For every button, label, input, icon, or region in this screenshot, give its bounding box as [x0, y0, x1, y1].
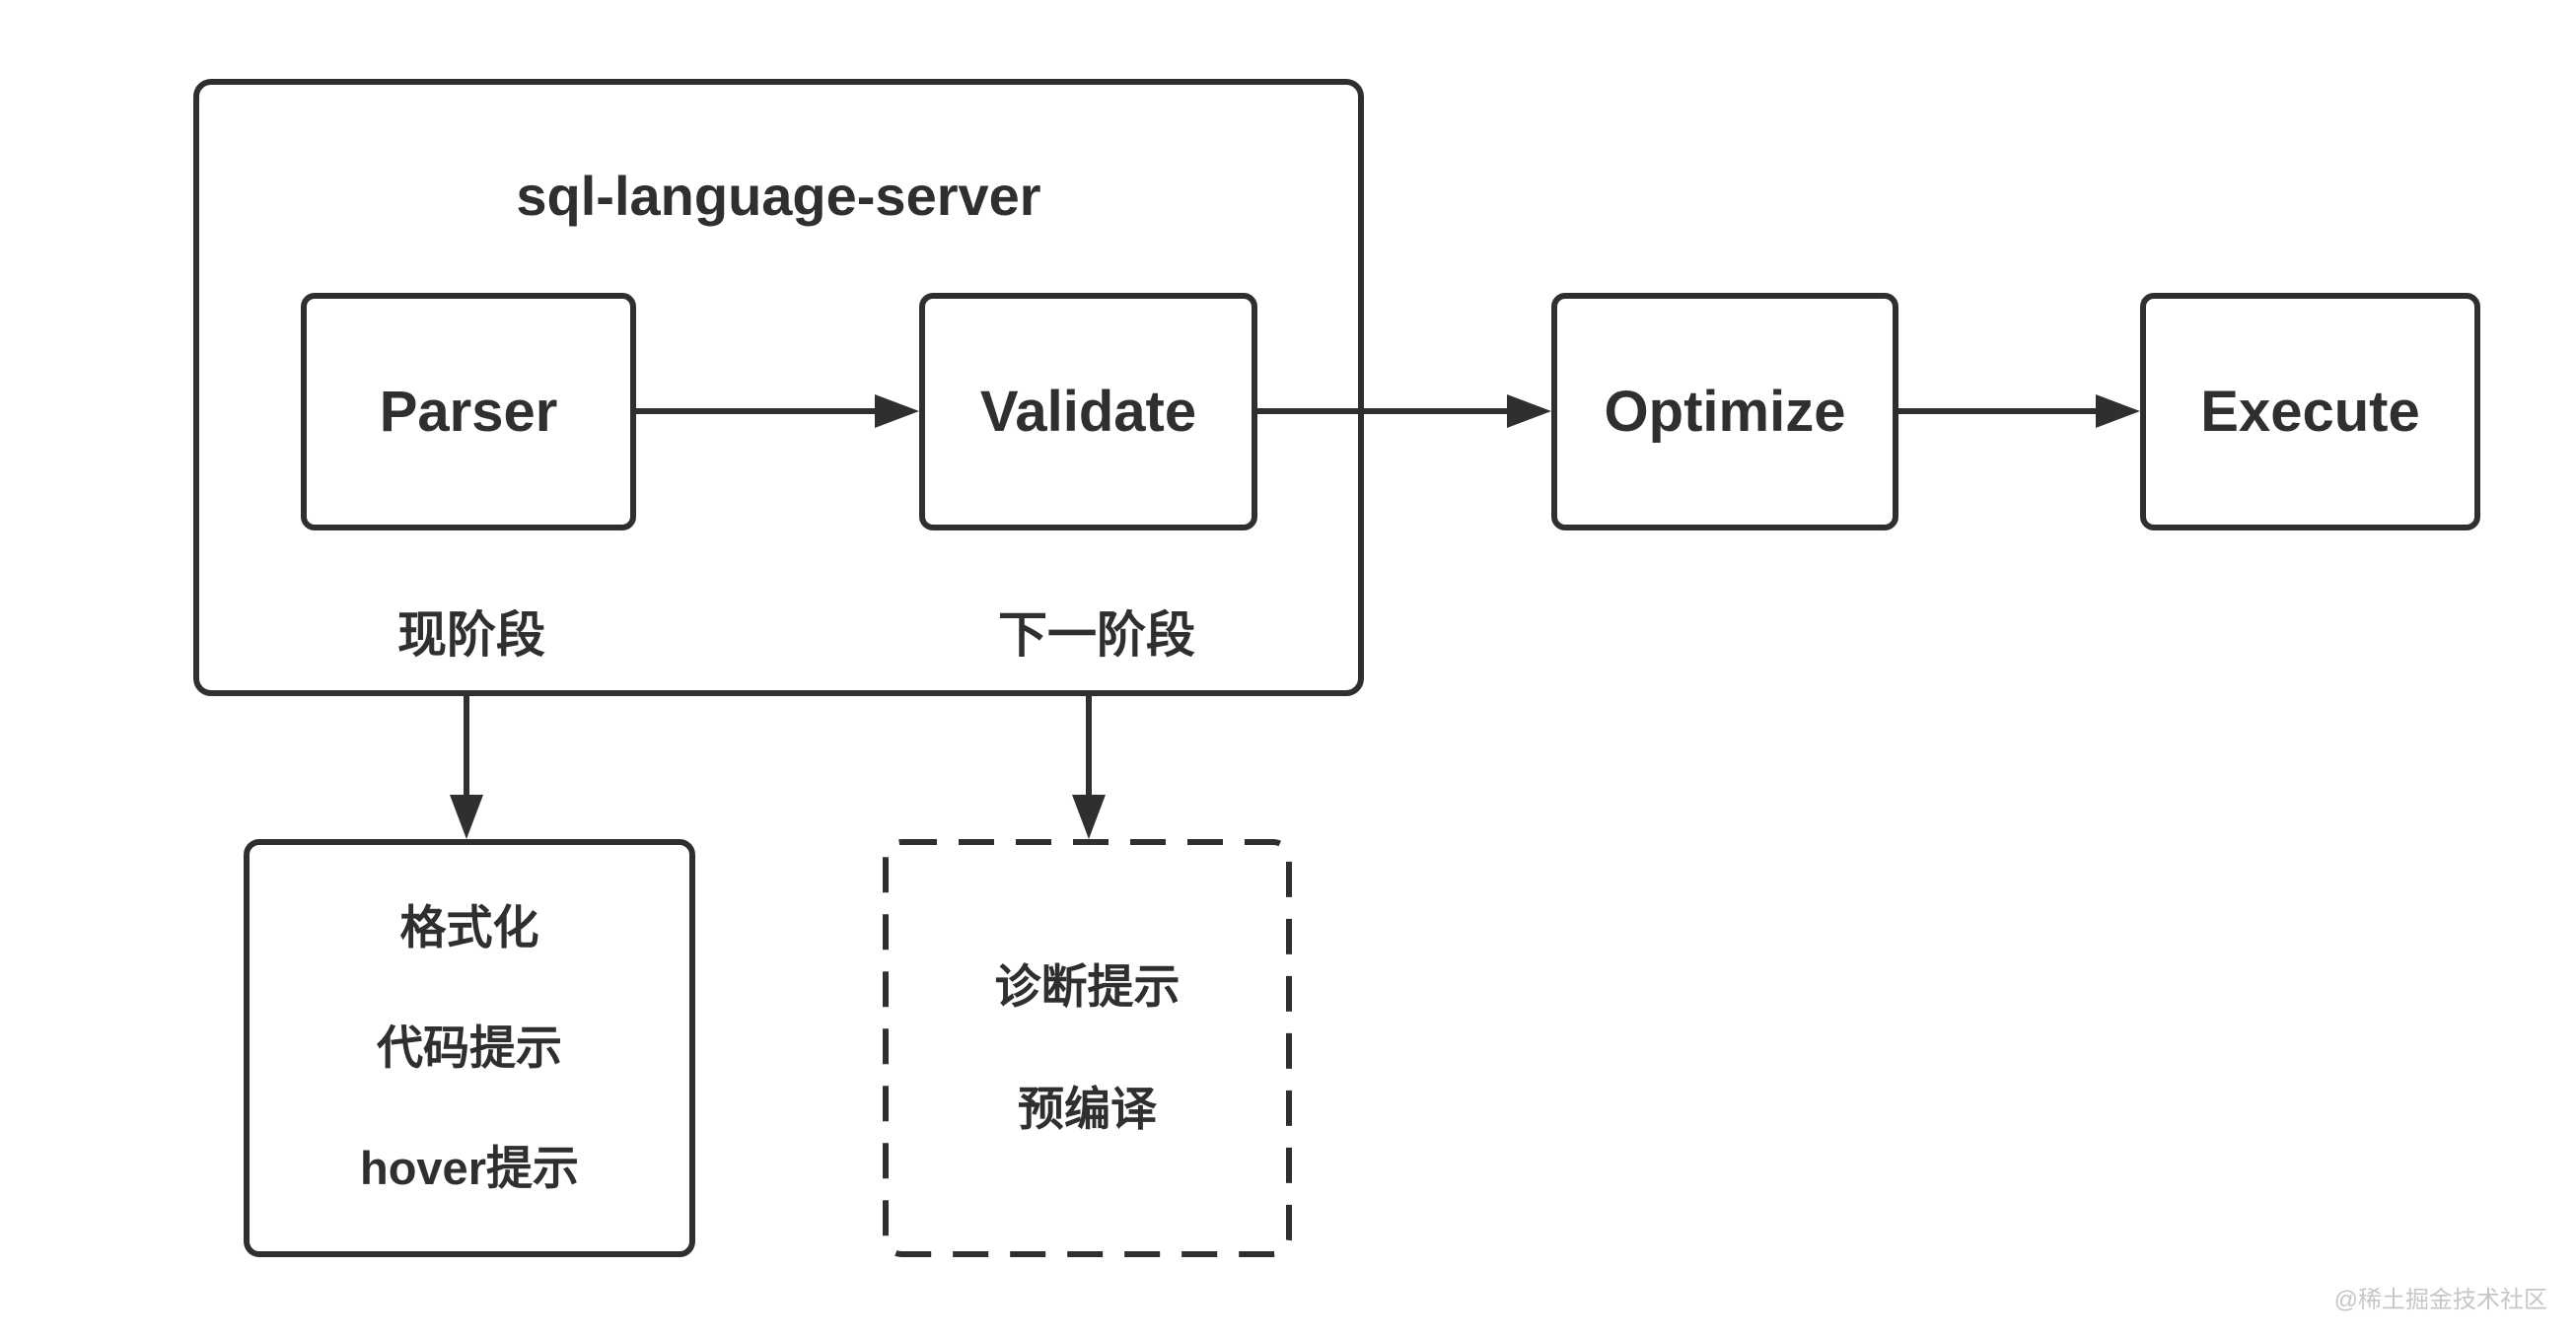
node-optimize: Optimize: [1551, 293, 1898, 530]
dashed-border: [883, 839, 1292, 1257]
stage-label-next: 下一阶段: [998, 607, 1195, 663]
watermark: @稀土掘金技术社区: [2333, 1287, 2547, 1313]
node-parser-label: Parser: [379, 380, 558, 444]
next-features-box: 诊断提示 预编译: [883, 839, 1292, 1257]
current-features-box: 格式化 代码提示 hover提示: [244, 839, 695, 1257]
feature-item-diagnostic-hint: 诊断提示: [994, 960, 1181, 1014]
node-optimize-label: Optimize: [1604, 380, 1846, 444]
node-execute-label: Execute: [2200, 380, 2420, 444]
feature-item-code-hint: 代码提示: [377, 1022, 562, 1075]
feature-item-format: 格式化: [399, 901, 539, 954]
arrow-right-parser-to-validate-icon: [636, 394, 919, 428]
arrow-right-optimize-to-execute-icon: [1898, 394, 2140, 428]
node-execute: Execute: [2140, 293, 2480, 530]
feature-item-precompile: 预编译: [1018, 1083, 1157, 1135]
node-parser: Parser: [301, 293, 636, 530]
arrow-down-next-stage-icon: [1072, 696, 1106, 839]
node-validate: Validate: [919, 293, 1257, 530]
stage-label-current: 现阶段: [397, 607, 545, 663]
node-validate-label: Validate: [979, 380, 1197, 444]
feature-item-hover-hint: hover提示: [360, 1141, 579, 1194]
sql-language-server-group-box: [193, 79, 1364, 696]
arrow-right-validate-to-optimize-icon: [1257, 394, 1551, 428]
group-title: sql-language-server: [516, 165, 1041, 227]
arrow-down-current-stage-icon: [450, 696, 483, 839]
